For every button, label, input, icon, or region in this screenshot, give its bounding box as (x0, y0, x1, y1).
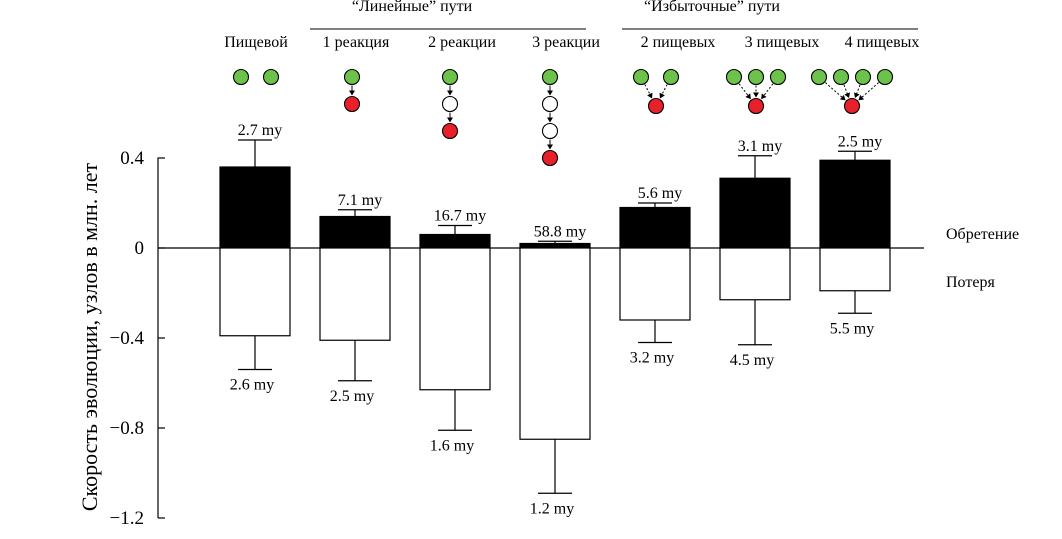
loss-annotation: 5.5 my (830, 320, 874, 337)
gain-annotation: 7.1 my (338, 192, 382, 209)
gain-bar (719, 177, 791, 249)
pathway-node (343, 68, 361, 86)
pathway-node (441, 95, 459, 113)
pathway-node (876, 68, 894, 86)
pathway-node (854, 68, 872, 86)
pathway-arrow-head (745, 93, 751, 100)
loss-bar (219, 247, 291, 337)
pathway-node (541, 95, 559, 113)
gain-bar (319, 215, 391, 249)
category-label: Пищевой (224, 34, 288, 51)
bars (219, 159, 891, 440)
category-label: 4 пищевых (845, 34, 920, 51)
gain-annotation: 5.6 my (638, 185, 682, 202)
group-header: “Линейные” пути (352, 0, 473, 15)
loss-bar (619, 247, 691, 321)
pathway-arrow-head (844, 92, 851, 99)
category-label: 3 пищевых (745, 34, 820, 51)
pathway-arrow-head (853, 92, 860, 99)
pathway-arrow-line (762, 83, 774, 98)
series-label-loss: Потеря (946, 274, 995, 291)
y-tick-label: −0.8 (110, 418, 144, 439)
y-tick-label: −1.2 (110, 508, 144, 529)
loss-bar (519, 247, 591, 440)
gain-bar (219, 166, 291, 249)
gain-annotation: 16.7 my (434, 208, 486, 225)
pathway-arrow-head (753, 92, 759, 98)
gain-annotation: 2.5 my (838, 133, 882, 150)
pathway-node (832, 68, 850, 86)
pathway-node (541, 68, 559, 86)
loss-annotation: 3.2 my (630, 350, 674, 367)
pathway-node (541, 149, 559, 167)
loss-bar (319, 247, 391, 341)
gain-bar (619, 206, 691, 249)
y-tick-label: 0.4 (120, 148, 144, 169)
pathway-arrow-head (761, 93, 767, 100)
loss-bar (819, 247, 891, 292)
pathway-node (262, 68, 280, 86)
pathway-arrow-head (659, 92, 665, 99)
group-headers: “Линейные” пути “Избыточные” пути (310, 0, 918, 30)
gain-bar (819, 159, 891, 249)
pathway-arrow-head (839, 94, 846, 101)
pathway-node (441, 122, 459, 140)
pathway-node (769, 68, 787, 86)
category-label: 2 реакции (428, 34, 496, 51)
pathway-arrow-head (547, 117, 553, 123)
pathway-arrow-head (547, 144, 553, 150)
bar-annotations: 2.7 my 7.1 my 16.7 my 58.8 my 5.6 my 3.1 my 2.… (230, 122, 882, 517)
pathway-icons (232, 68, 894, 167)
category-labels: Пищевой 1 реакция 2 реакции 3 реакции 2 пище… (224, 34, 919, 51)
pathway-arrow-head (858, 94, 865, 101)
group-header: “Избыточные” пути (644, 0, 780, 15)
y-tick-label: 0 (135, 238, 145, 259)
pathway-node (747, 97, 765, 115)
pathway-arrow-head (447, 117, 453, 123)
pathway-arrow-head (547, 90, 553, 96)
series-label-gain: Обретение (946, 226, 1019, 243)
loss-bar (719, 247, 791, 301)
y-tick-label: −0.4 (110, 328, 145, 349)
pathway-node (441, 68, 459, 86)
loss-annotation: 2.6 my (230, 377, 274, 394)
pathway-node (232, 68, 250, 86)
loss-annotation: 4.5 my (730, 352, 774, 369)
pathway-node (541, 122, 559, 140)
pathway-arrow-head (447, 90, 453, 96)
pathway-node (843, 97, 861, 115)
category-label: 3 реакции (532, 34, 600, 51)
pathway-node (725, 68, 743, 86)
y-axis-label: Скорость эволюции, узлов в млн. лет (77, 162, 102, 511)
pathway-node (810, 68, 828, 86)
pathway-node (747, 68, 765, 86)
gain-annotation: 2.7 my (238, 122, 282, 139)
error-bars (238, 139, 872, 494)
pathway-node (632, 68, 650, 86)
pathway-arrow-head (647, 92, 653, 99)
gain-annotation: 3.1 my (738, 138, 782, 155)
pathway-arrow-head (349, 90, 355, 96)
loss-annotation: 1.6 my (430, 437, 474, 454)
gain-bar (419, 233, 491, 249)
category-label: 2 пищевых (641, 34, 716, 51)
gain-bar (519, 242, 591, 249)
category-label: 1 реакция (323, 34, 390, 51)
pathway-node (662, 68, 680, 86)
loss-annotation: 1.2 my (530, 500, 574, 517)
pathway-arrow-line (738, 83, 750, 98)
pathway-node (647, 97, 665, 115)
gain-annotation: 58.8 my (534, 223, 586, 240)
loss-annotation: 2.5 my (330, 388, 374, 405)
loss-bar (419, 247, 491, 391)
pathway-node (343, 95, 361, 113)
